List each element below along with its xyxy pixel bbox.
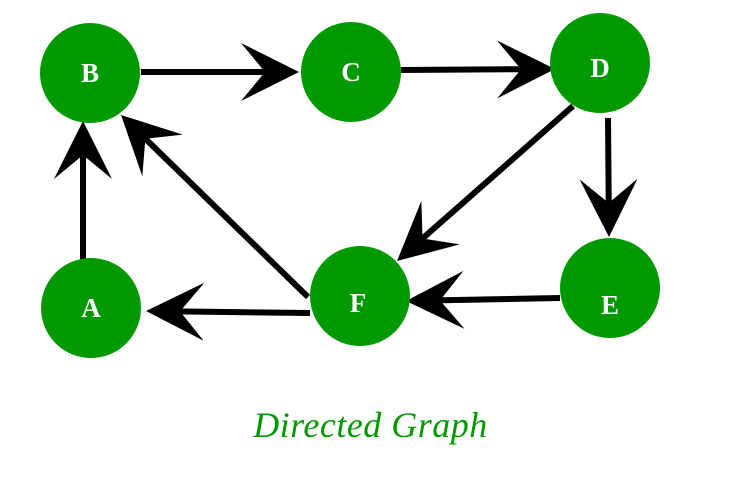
node-circle: [41, 258, 141, 358]
nodes-layer: A B C D E F: [40, 13, 660, 358]
arrowhead-icon: [406, 270, 465, 329]
node-label: B: [81, 58, 99, 88]
edge-c-to-d: [400, 40, 555, 99]
node-c: C: [301, 22, 401, 122]
arrowhead-icon: [397, 200, 460, 261]
diagram-caption: Directed Graph: [253, 405, 488, 445]
node-label: F: [350, 288, 367, 318]
node-label: E: [601, 290, 619, 320]
node-label: A: [81, 293, 101, 323]
edge-e-to-f: [406, 270, 561, 329]
node-label: C: [341, 57, 361, 87]
edge-line: [605, 117, 612, 208]
edge-line: [435, 295, 561, 304]
edge-line: [140, 133, 311, 300]
node-circle: [550, 13, 650, 113]
edges-layer: [54, 40, 638, 341]
node-b: B: [40, 23, 140, 123]
edge-line: [175, 308, 311, 316]
edge-d-to-e: [579, 117, 638, 237]
arrowhead-icon: [579, 178, 638, 237]
edge-line: [417, 103, 575, 244]
node-circle: [301, 22, 401, 122]
edge-d-to-f: [397, 103, 575, 261]
edge-b-to-c: [141, 43, 299, 101]
arrowhead-icon: [121, 115, 183, 177]
node-circle: [560, 238, 660, 338]
arrowhead-icon: [496, 40, 555, 99]
edge-f-to-b: [121, 115, 311, 300]
node-a: A: [41, 258, 141, 358]
arrowhead-icon: [241, 43, 299, 101]
node-d: D: [550, 13, 650, 113]
edge-line: [400, 66, 526, 73]
arrowhead-icon: [146, 282, 205, 341]
node-circle: [310, 246, 410, 346]
node-e: E: [560, 238, 660, 338]
edge-a-to-b: [54, 121, 112, 260]
edge-f-to-a: [146, 282, 311, 341]
arrowhead-icon: [54, 121, 112, 179]
node-circle: [40, 23, 140, 123]
node-label: D: [590, 53, 610, 83]
node-f: F: [310, 246, 410, 346]
